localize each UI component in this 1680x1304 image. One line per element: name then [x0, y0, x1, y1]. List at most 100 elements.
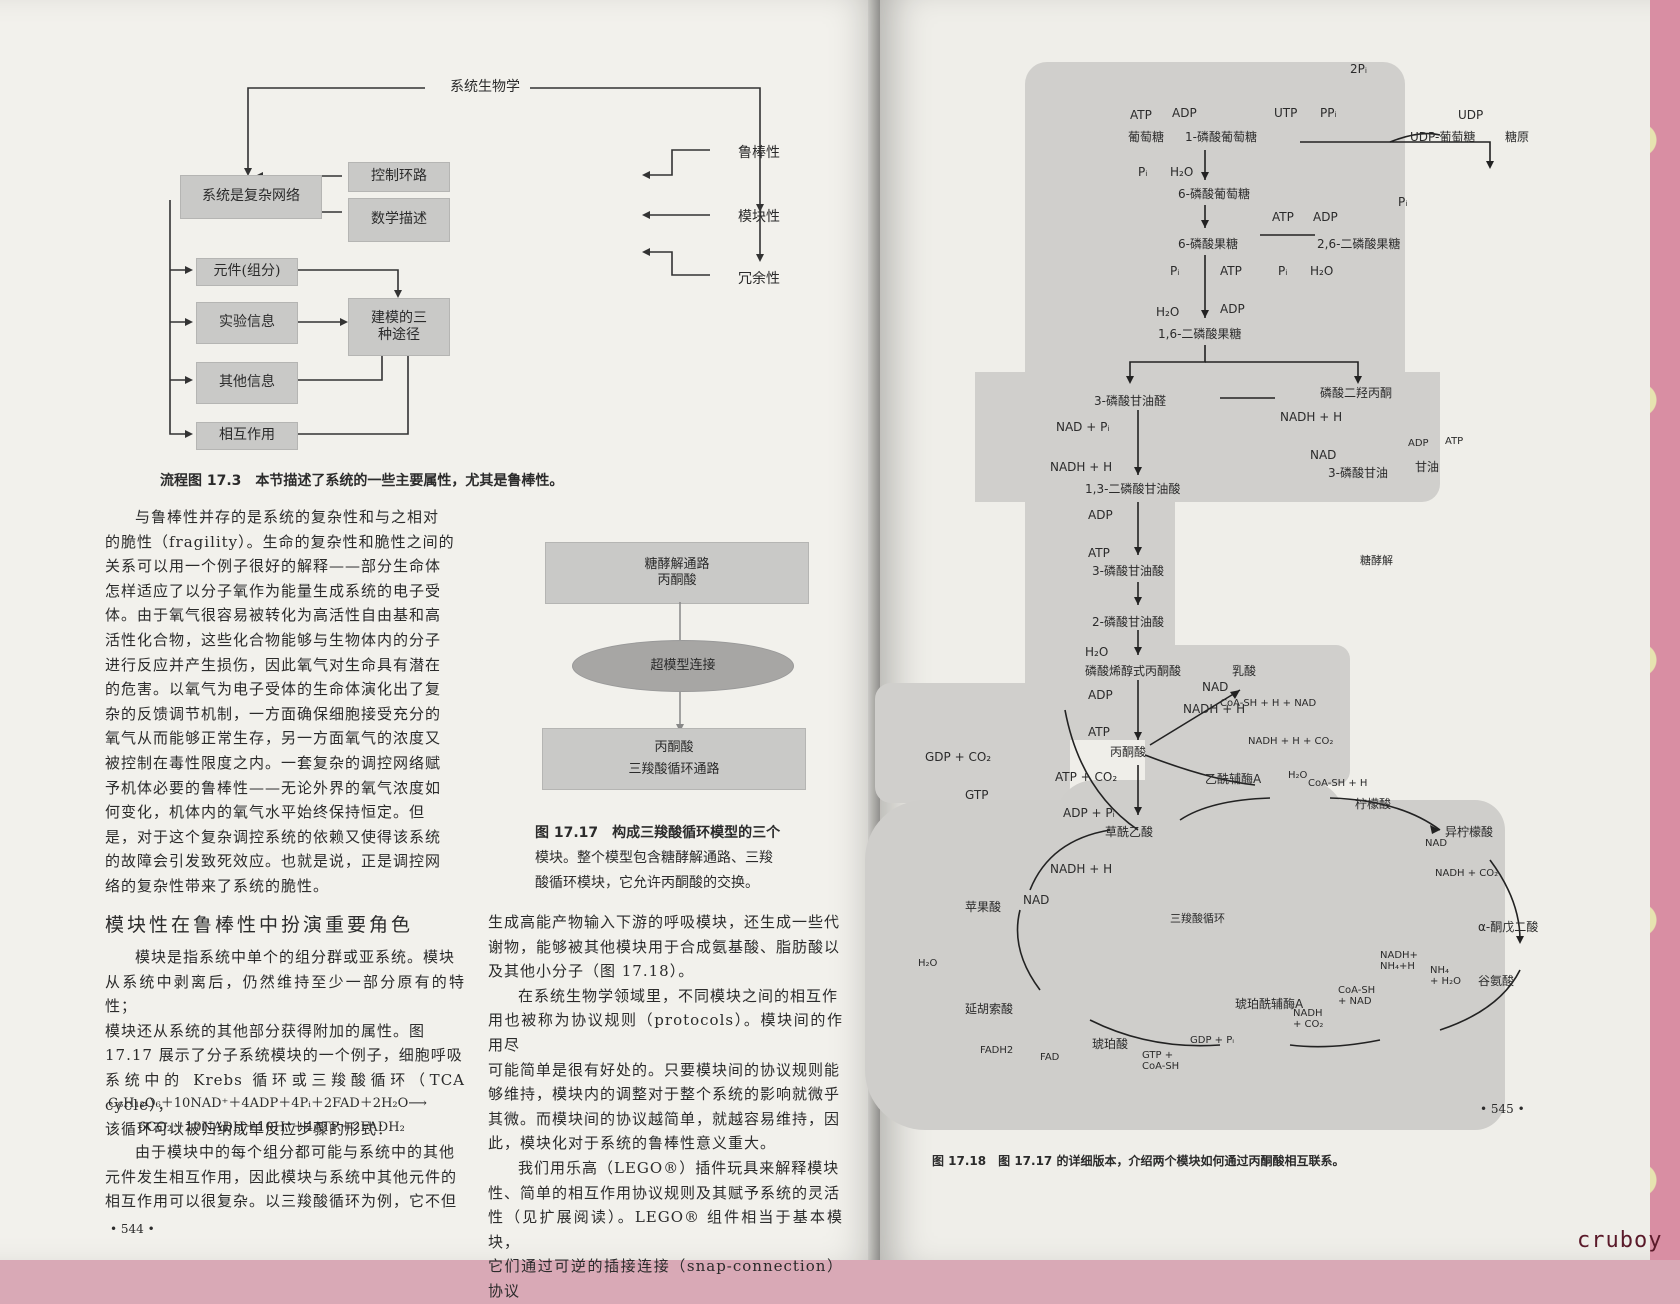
node-f26bp: 2,6-二磷酸果糖 [1317, 237, 1401, 251]
cof-gdp-co2: GDP + CO₂ [925, 750, 992, 764]
text-line: 与鲁棒性并存的是系统的复杂性和与之相对 [135, 508, 440, 526]
text-line: 在系统生物学领域里，不同模块之间的相互作 [518, 986, 839, 1005]
node-succinate: 琥珀酸 [1092, 1037, 1129, 1051]
text-line: 活性化合物，这些化合物能够与生物体内的分子 [105, 630, 442, 649]
glycolysis-label: 糖酵解 [1360, 554, 1393, 567]
text-line: 相互作用可以很复杂。以三羧酸循环为例，它不但 [105, 1192, 458, 1211]
cof-nadh-h-2: NADH + H [1280, 410, 1343, 424]
lactate-region [1145, 645, 1350, 785]
cof-nad-2: NAD [1202, 680, 1229, 694]
right-column-text: 生成高能产物输入下游的呼吸模块，还生成一些代 谢物，能够被其他模块用于合成氨基酸… [488, 910, 843, 1304]
box-experimental-info: 实验信息 [196, 302, 298, 344]
equation-line-2: 6CO₂＋10NADH＋10H⁺＋4ATP＋2FADH₂ [138, 1120, 405, 1135]
text-line: 予机体必要的鲁棒性——无论外界的氧气浓度如 [105, 778, 442, 797]
box-math-description: 数学描述 [348, 198, 450, 242]
property-redundancy: 冗余性 [738, 271, 780, 287]
body-paragraph-2: 模块是指系统中单个的组分群或亚系统。模块 从系统中剥离后，仍然维持至少一部分原有… [105, 945, 465, 1142]
cof-udp: UDP [1458, 108, 1484, 122]
cof-utp: UTP [1274, 106, 1298, 120]
cof-atp-5: ATP [1088, 546, 1110, 560]
cof-pi-1: Pᵢ [1138, 165, 1148, 179]
cof-nadh-co2: NADH + CO₂ [1435, 868, 1499, 879]
cof-pi-2: Pᵢ [1398, 195, 1408, 209]
cof-gtp-coa: GTP + CoA-SH [1142, 1050, 1180, 1072]
text-line: 是，对于这个复杂调控系统的依赖又使得该系统 [105, 827, 442, 846]
cof-atp-3: ATP [1220, 264, 1242, 278]
cof-adp-2: ADP [1313, 210, 1338, 224]
flowchart-top-label: 系统生物学 [450, 79, 520, 95]
text-line: 由于模块中的每个组分都可能与系统中的其他 [135, 1143, 456, 1161]
cof-nadh-h-1: NADH + H [1050, 460, 1113, 474]
box-three-modeling-paths: 建模的三 种途径 [348, 298, 450, 356]
cof-h2o-6: H₂O [918, 958, 938, 969]
text-line: 元件发生相互作用，因此模块与系统中其他元件的 [105, 1167, 458, 1186]
text-line: 进行反应并产生损伤，因此氧气对生命具有潜在 [105, 655, 442, 674]
text-line: 从系统中剥离后，仍然维持至少一部分原有的特性； [105, 972, 465, 1016]
gdp-region [875, 683, 1070, 803]
node-citrate: 柠檬酸 [1355, 797, 1392, 811]
left-page: 系统生物学 系统是复杂网络 控制环路 数学描述 元件(组分) 实验信息 建模的三… [0, 0, 880, 1300]
cof-nadh-h-3: NADH + H [1183, 702, 1246, 716]
text-line: 用也被称为协议规则（protocols）。模块间的作用尽 [488, 1011, 843, 1054]
text-line: 17.17 展示了分子系统模块的一个例子，细胞呼吸 [105, 1046, 463, 1065]
node-udp-glucose: UDP-葡萄糖 [1410, 130, 1476, 144]
node-lactate: 乳酸 [1232, 664, 1257, 678]
text-line: 模块还从系统的其他部分获得附加的属性。图 [105, 1021, 426, 1040]
cof-adp-4: ADP [1408, 438, 1429, 449]
box-other-info: 其他信息 [196, 362, 298, 404]
node-akg: α-酮戊二酸 [1478, 920, 1539, 934]
text-line: 体。由于氧气很容易被转化为高活性自由基和高 [105, 606, 442, 625]
box-components: 元件(组分) [196, 258, 298, 286]
text-line: 络的复杂性带来了系统的脆性。 [105, 876, 330, 895]
text-line: 性、简单的相互作用协议规则及其赋予系统的灵活 [488, 1183, 841, 1202]
text-line: 及其他小分子（图 17.18）。 [488, 962, 695, 981]
flowchart-caption: 流程图 17.3 本节描述了系统的一些主要属性，尤其是鲁棒性。 [160, 473, 564, 489]
text-line: 何变化，机体内的氧气水平始终保持恒定。但 [105, 803, 426, 822]
right-page: 糖酵解 三羧酸循环 [865, 0, 1650, 1260]
cof-h2o-1: H₂O [1170, 165, 1194, 179]
section-heading: 模块性在鲁棒性中扮演重要角色 [105, 914, 414, 936]
cof-nh4-h2o: NH₄ + H₂O [1430, 965, 1461, 987]
box-complex-network: 系统是复杂网络 [180, 175, 322, 219]
cof-adp-3: ADP [1220, 302, 1245, 316]
node-pyruvate: 丙酮酸 [1110, 745, 1147, 759]
node-pg2: 2-磷酸甘油酸 [1092, 615, 1164, 629]
text-line: 的故障会引发致死效应。也就是说，正是调控网 [105, 852, 442, 871]
fig17-17-ellipse: 超模型连接 [572, 640, 794, 692]
cof-nad-pi: NAD + Pᵢ [1056, 420, 1110, 434]
cof-coa-sh-h: CoA-SH + H [1308, 778, 1368, 789]
node-oxaloacetate: 草酰乙酸 [1105, 825, 1154, 839]
text-line: 氧气从而能够正常生存，另一方面氧气的浓度又 [105, 729, 442, 748]
text-line: 它们通过可逆的插接连接（snap-connection）协议 [488, 1257, 843, 1300]
cof-nad-4: NAD [1023, 893, 1050, 907]
cof-nadh-h-co2: NADH + H + CO₂ [1248, 736, 1334, 747]
text-line: 系统中的 Krebs 循环或三羧酸循环（TCA cycle）， [105, 1070, 465, 1114]
node-g6p: 6-磷酸葡萄糖 [1178, 187, 1250, 201]
text-line: 杂的反馈调节机制，一方面确保细胞接受充分的 [105, 704, 442, 723]
body-paragraph-1: 与鲁棒性并存的是系统的复杂性和与之相对 的脆性（fragility）。生命的复杂… [105, 505, 465, 899]
text-line: 关系可以用一个例子很好的解释——部分生命体 [105, 557, 442, 576]
text-line: 可能简单是很有好处的。只要模块间的协议规则能 [488, 1060, 841, 1079]
fig17-17-caption-2: 模块。整个模型包含糖酵解通路、三羧 [535, 850, 773, 866]
node-dhap: 磷酸二羟丙酮 [1320, 386, 1393, 400]
text-line: 被控制在毒性限度之内。一套复杂的调控网络赋 [105, 753, 442, 772]
box-control-loop: 控制环路 [348, 162, 450, 192]
node-g3p: 3-磷酸甘油醛 [1094, 394, 1166, 408]
node-glycerol: 甘油 [1415, 460, 1440, 474]
cof-fadh2: FADH2 [980, 1045, 1014, 1056]
node-f16bp: 1,6-二磷酸果糖 [1158, 327, 1242, 341]
text-line: 其微。而模块间的协议越简单，就越容易维持，因 [488, 1109, 841, 1128]
equation-line-1: C₆H₁₂O₆＋10NAD⁺＋4ADP＋4Pᵢ＋2FAD＋2H₂O⟶ [108, 1096, 427, 1111]
cof-h2o-4: H₂O [1085, 645, 1109, 659]
text-line: 该循环可以被归纳成单反应步骤的形式： [105, 1120, 394, 1139]
fig17-17-tca-box: 丙酮酸 三羧酸循环通路 [542, 728, 806, 790]
node-pep: 磷酸烯醇式丙酮酸 [1085, 664, 1182, 678]
cof-atp-4: ATP [1445, 436, 1464, 447]
pathway-arrows [1016, 132, 1524, 1048]
cof-gdp-pi: GDP + Pᵢ [1190, 1035, 1235, 1046]
node-glycerol3p: 3-磷酸甘油 [1328, 466, 1388, 480]
tca-region-top [1055, 780, 1345, 860]
text-line: 的脆性（fragility）。生命的复杂性和脆性之间的 [105, 532, 455, 551]
page-number-left: • 544 • [110, 1222, 155, 1236]
cof-adp-5: ADP [1088, 508, 1113, 522]
